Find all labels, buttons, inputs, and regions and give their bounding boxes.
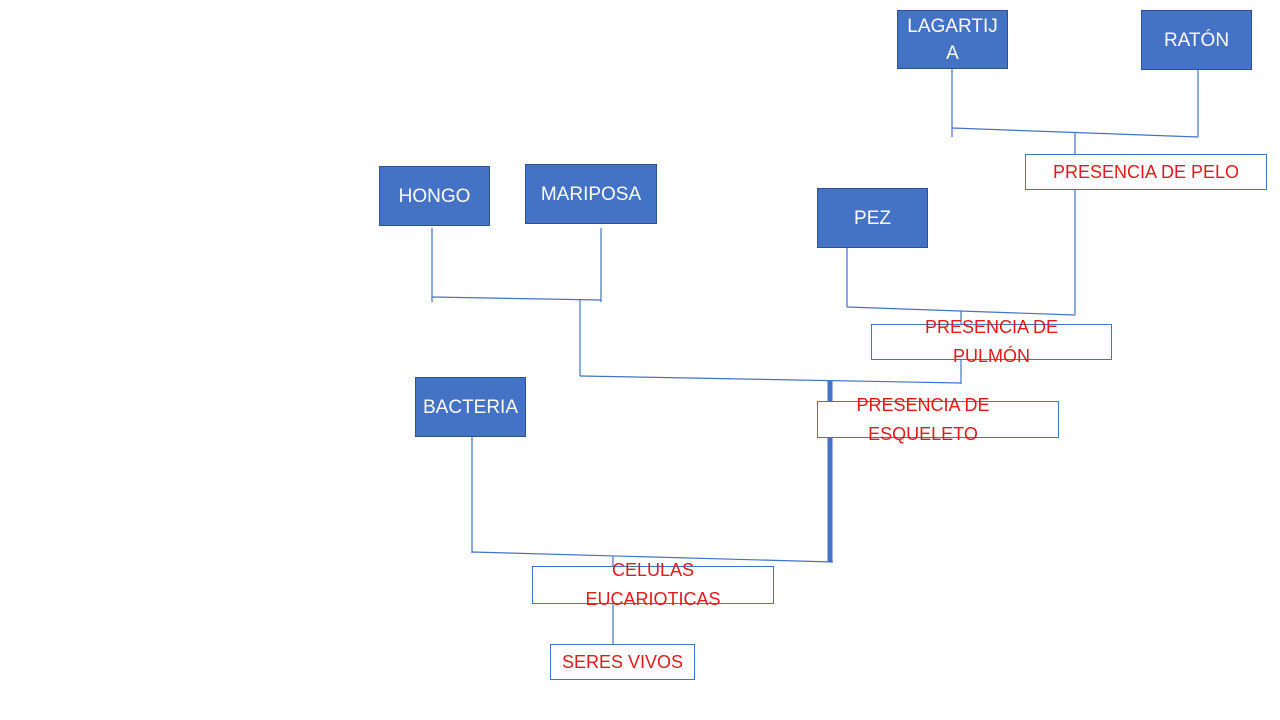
node-esqueleto bbox=[579, 375, 962, 384]
trait-seres-vivos-label: SERES VIVOS bbox=[561, 651, 684, 672]
taxon-hongo: HONGO bbox=[379, 166, 490, 226]
taxon-lagartija: LAGARTIJA bbox=[897, 10, 1008, 69]
trait-pelo-label: PRESENCIA DE PELO bbox=[1052, 161, 1240, 182]
trait-presencia-de-esqueleto: PRESENCIA DE ESQUELETO bbox=[817, 395, 1059, 444]
trait-seres-vivos: SERES VIVOS bbox=[550, 644, 695, 680]
trait-presencia-de-pulmon: PRESENCIA DE PULMÓN bbox=[871, 317, 1112, 366]
trait-celulas-eucarioticas: CELULAS EUCARIOTICAS bbox=[532, 560, 774, 609]
taxon-bacteria: BACTERIA bbox=[415, 377, 526, 437]
trait-presencia-de-pelo: PRESENCIA DE PELO bbox=[1025, 154, 1267, 190]
taxon-pez: PEZ bbox=[817, 188, 928, 248]
taxon-mariposa: MARIPOSA bbox=[525, 164, 657, 224]
taxon-raton: RATÓN bbox=[1141, 10, 1252, 70]
node-bacteria bbox=[471, 551, 834, 563]
node-hongo-mariposa bbox=[431, 296, 602, 301]
trait-pulmon-label: PRESENCIA DE PULMÓN bbox=[924, 317, 1059, 366]
trait-esqueleto-label: PRESENCIA DE ESQUELETO bbox=[856, 394, 990, 444]
trait-eucariotas-label: CELULAS EUCARIOTICAS bbox=[585, 560, 721, 609]
